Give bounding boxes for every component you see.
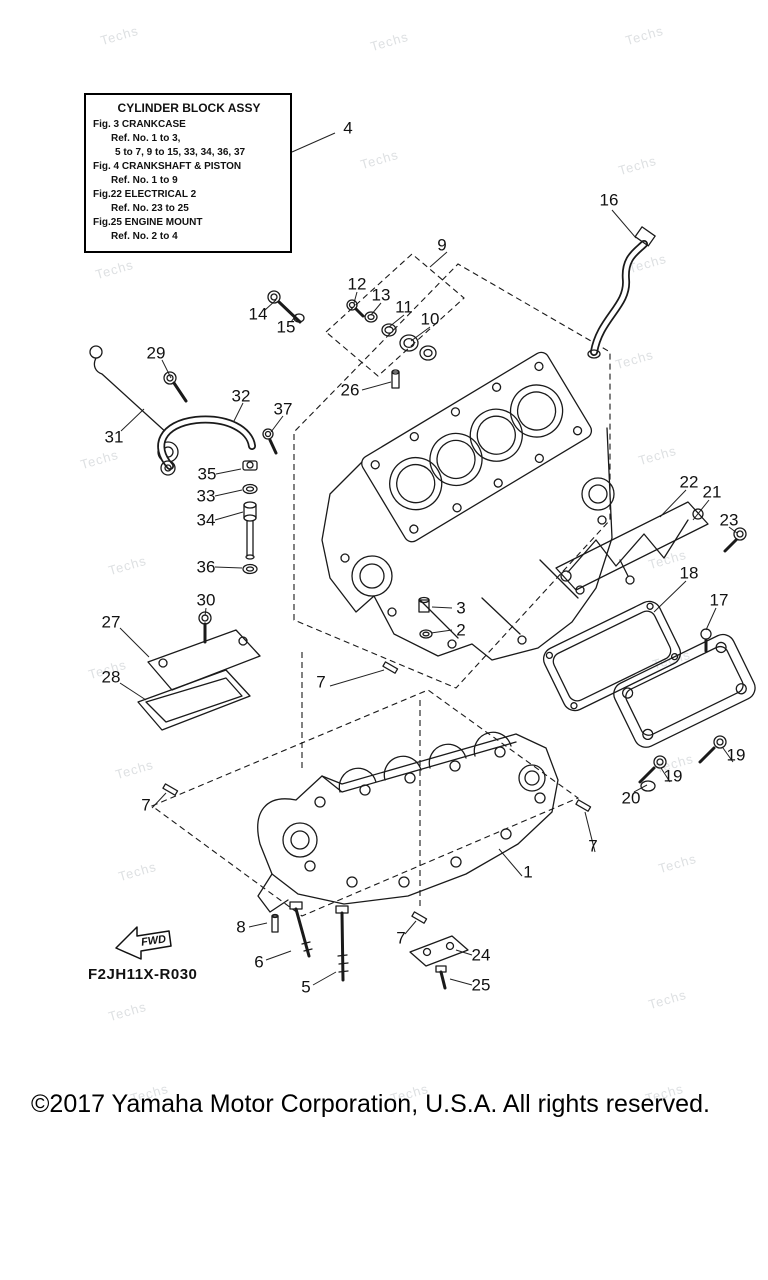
- callout-7: 7: [588, 836, 598, 856]
- crankcase: [257, 731, 559, 913]
- callout-7: 7: [141, 795, 151, 815]
- callout-37: 37: [273, 399, 293, 419]
- callout-3: 3: [456, 598, 466, 618]
- figure-reference-line: 5 to 7, 9 to 15, 33, 34, 36, 37: [115, 147, 246, 158]
- mount-bracket: [555, 501, 747, 591]
- callout-19: 19: [663, 766, 683, 786]
- diagram-code: F2JH11X-R030: [88, 966, 198, 983]
- callout-32: 32: [231, 386, 251, 406]
- fwd-label: FWD: [140, 933, 167, 948]
- callout-7: 7: [316, 672, 326, 692]
- callout-27: 27: [101, 612, 121, 632]
- callout-8: 8: [236, 917, 246, 937]
- figure-reference-line: Fig. 4 CRANKSHAFT & PISTON: [93, 161, 242, 172]
- figure-reference-line: Ref. No. 2 to 4: [111, 231, 178, 242]
- callout-19: 19: [726, 745, 746, 765]
- callout-23: 23: [719, 510, 739, 530]
- callout-22: 22: [679, 472, 699, 492]
- callout-33: 33: [196, 486, 216, 506]
- callout-24: 24: [471, 945, 491, 965]
- callout-21: 21: [702, 482, 722, 502]
- figure-reference-box: CYLINDER BLOCK ASSY Fig. 3 CRANKCASE Ref…: [84, 93, 292, 253]
- callout-7: 7: [396, 928, 406, 948]
- figure-reference-line: Fig.22 ELECTRICAL 2: [93, 189, 197, 200]
- callout-2: 2: [456, 620, 466, 640]
- fwd-arrow: FWD: [115, 926, 172, 960]
- anode-plates: [137, 611, 261, 731]
- dashed-boxes: [150, 253, 611, 917]
- figure-reference-line: Ref. No. 23 to 25: [111, 203, 189, 214]
- cover-plate: [613, 628, 756, 792]
- callout-14: 14: [248, 304, 268, 324]
- figure-reference-line: Fig.25 ENGINE MOUNT: [93, 217, 203, 228]
- figure-reference-line: Ref. No. 1 to 9: [111, 175, 178, 186]
- callout-36: 36: [196, 557, 216, 577]
- callout-30: 30: [196, 590, 216, 610]
- callout-34: 34: [196, 510, 216, 530]
- callout-5: 5: [301, 977, 311, 997]
- figure-reference-title: CYLINDER BLOCK ASSY: [117, 101, 261, 115]
- callout-6: 6: [254, 952, 264, 972]
- oil-seal-kit: [267, 290, 437, 361]
- figure-reference-line: Fig. 3 CRANKCASE: [93, 119, 186, 130]
- plugs-pins: [162, 369, 592, 933]
- callout-16: 16: [599, 190, 619, 210]
- bottom-bolts: [289, 901, 469, 990]
- callout-29: 29: [146, 343, 166, 363]
- callout-25: 25: [471, 975, 491, 995]
- callout-20: 20: [621, 788, 641, 808]
- callout-18: 18: [679, 563, 699, 583]
- callout-11: 11: [395, 297, 413, 317]
- callout-35: 35: [197, 464, 217, 484]
- callout-15: 15: [276, 317, 296, 337]
- callout-26: 26: [340, 380, 360, 400]
- callout-31: 31: [104, 427, 124, 447]
- callout-10: 10: [420, 309, 440, 329]
- callout-12: 12: [347, 274, 367, 294]
- callout-1: 1: [523, 862, 533, 882]
- cover-gasket: [542, 600, 682, 712]
- callout-28: 28: [101, 667, 121, 687]
- dipstick: [89, 345, 188, 463]
- copyright-text: ©2017 Yamaha Motor Corporation, U.S.A. A…: [31, 1090, 710, 1118]
- callout-9: 9: [437, 235, 447, 255]
- callout-17: 17: [709, 590, 729, 610]
- callout-4: 4: [343, 118, 353, 138]
- cylinder-block: [321, 351, 615, 661]
- breather-pipe: [157, 415, 278, 575]
- figure-reference-line: Ref. No. 1 to 3,: [111, 133, 181, 144]
- callout-13: 13: [371, 285, 391, 305]
- blowby-hose: [587, 226, 656, 359]
